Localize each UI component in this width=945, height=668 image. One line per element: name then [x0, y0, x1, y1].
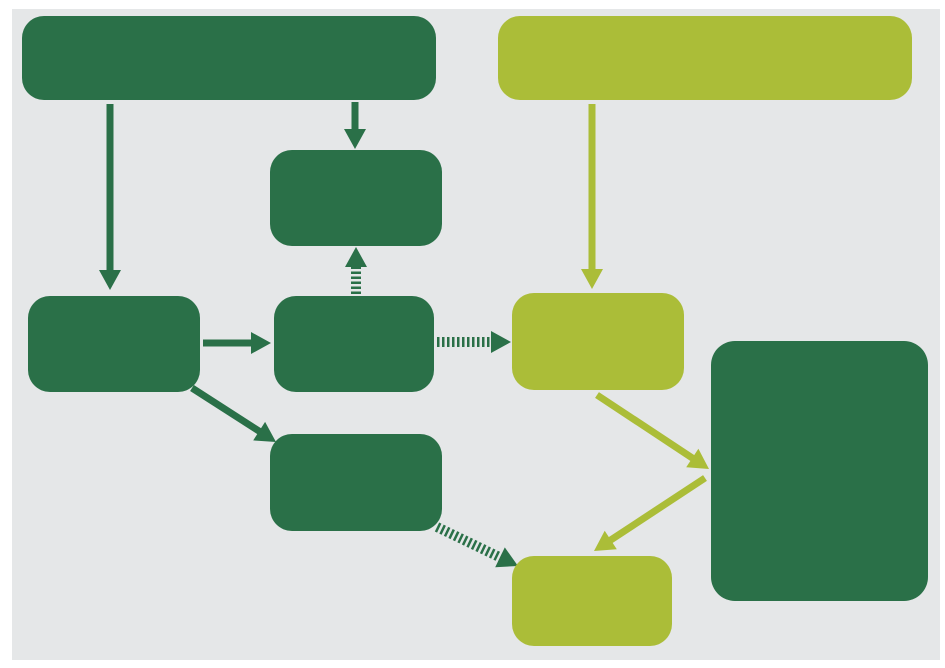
arrow-lower-middle-to-bottom-shaft — [434, 522, 504, 563]
arrow-lower-middle-to-bottom — [434, 522, 518, 568]
arrow-banner-to-left-box — [99, 104, 121, 290]
arrow-center-to-upper-middle-head — [345, 247, 367, 267]
arrow-left-to-lower-middle-head — [253, 421, 276, 442]
arrow-tall-right-to-bottom-head — [594, 530, 617, 551]
arrow-right-middle-to-tall-right-head — [686, 448, 709, 469]
top-left-banner-shape — [22, 16, 436, 100]
center-box — [274, 296, 434, 392]
arrow-right-banner-to-right-middle-head — [581, 269, 603, 289]
lower-middle-box — [270, 434, 442, 531]
top-left-banner — [22, 16, 436, 100]
top-right-banner-shape — [498, 16, 912, 100]
bottom-box — [512, 556, 672, 646]
tall-right-box — [711, 341, 928, 601]
right-middle-box — [512, 293, 684, 390]
arrow-right-middle-to-tall-right — [595, 392, 709, 469]
top-right-banner — [498, 16, 912, 100]
arrow-right-middle-to-tall-right-shaft — [595, 392, 696, 462]
upper-middle-box — [270, 150, 442, 246]
right-middle-box-shape — [512, 293, 684, 390]
lower-middle-box-shape — [270, 434, 442, 531]
arrow-left-to-lower-middle-shaft — [190, 385, 262, 435]
arrow-right-banner-to-right-middle — [581, 104, 603, 289]
nodes-layer — [22, 16, 928, 646]
arrow-center-to-right-middle — [437, 331, 511, 353]
edges-layer — [99, 102, 709, 568]
arrow-lower-middle-to-bottom-head — [495, 547, 518, 568]
left-box-shape — [28, 296, 200, 392]
arrow-banner-to-left-box-head — [99, 270, 121, 290]
arrow-banner-to-upper-middle-head — [344, 129, 366, 149]
arrow-banner-to-upper-middle — [344, 102, 366, 149]
left-box — [28, 296, 200, 392]
arrow-center-to-upper-middle — [345, 247, 367, 294]
arrow-center-to-right-middle-head — [491, 331, 511, 353]
arrow-left-to-lower-middle — [190, 385, 276, 442]
arrow-left-to-center — [203, 332, 271, 354]
tall-right-box-shape — [711, 341, 928, 601]
arrow-tall-right-to-bottom — [594, 475, 707, 551]
center-box-shape — [274, 296, 434, 392]
upper-middle-box-shape — [270, 150, 442, 246]
bottom-box-shape — [512, 556, 672, 646]
arrow-left-to-center-head — [251, 332, 271, 354]
arrow-tall-right-to-bottom-shaft — [607, 475, 707, 544]
